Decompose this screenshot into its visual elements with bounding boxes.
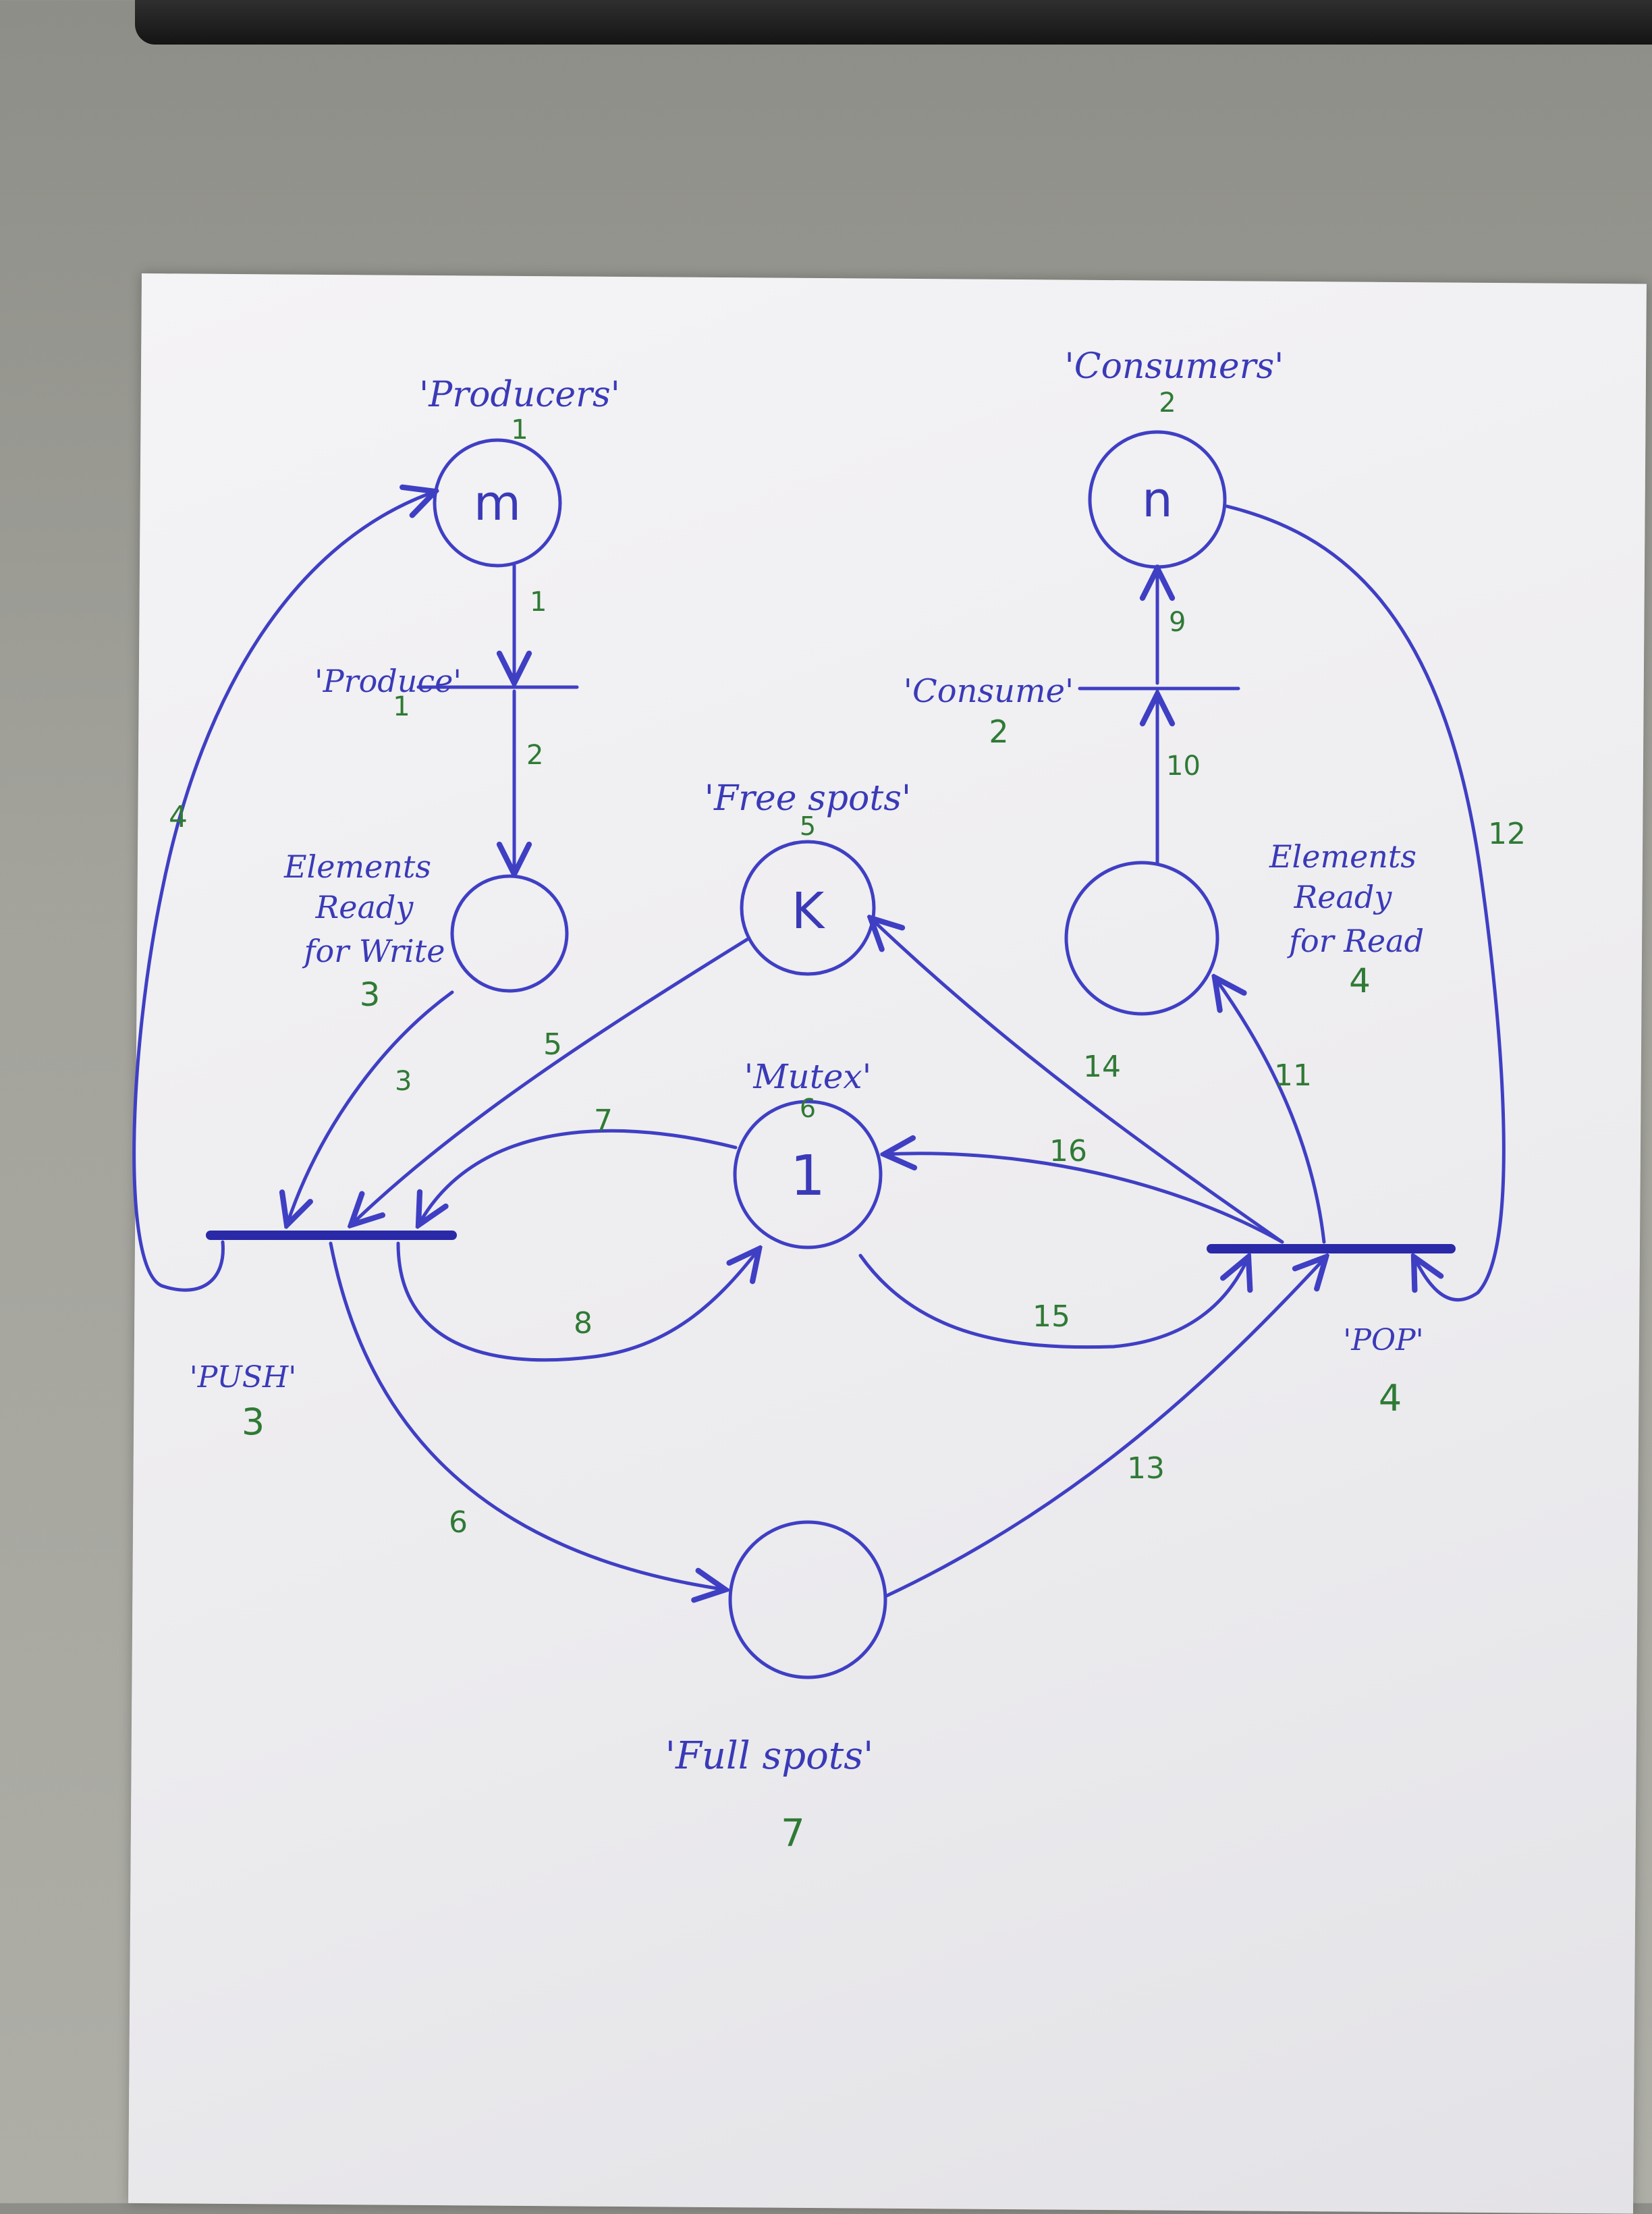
ready-read-label-line-2: Ready xyxy=(1294,879,1393,915)
consumers-label: 'Consumers' xyxy=(1065,346,1284,387)
arc-8 xyxy=(396,1241,759,1362)
keyboard-edge xyxy=(135,0,1652,45)
free-spots-id: 5 xyxy=(800,811,816,841)
arc-5 xyxy=(351,936,751,1225)
arc-label-9: 9 xyxy=(1169,607,1186,638)
ready-write-id: 3 xyxy=(360,976,381,1014)
produce-label: 'Produce' xyxy=(314,663,462,699)
ready-read-place xyxy=(1064,861,1219,1016)
arc-3 xyxy=(287,990,454,1225)
arc-label-12: 12 xyxy=(1488,817,1526,851)
free-spots-label: 'Free spots' xyxy=(705,778,911,819)
mutex-label: 'Mutex' xyxy=(744,1057,872,1096)
ready-write-label-line-2: Ready xyxy=(315,889,414,925)
consume-id: 2 xyxy=(989,713,1008,750)
consumers-tokens: n xyxy=(1142,471,1173,528)
arc-7 xyxy=(418,1129,738,1225)
arc-4 xyxy=(132,491,435,1292)
full-spots-label: 'Full spots' xyxy=(665,1734,874,1778)
arc-16 xyxy=(884,1154,1284,1244)
consumers-id: 2 xyxy=(1159,387,1176,418)
mutex-id: 6 xyxy=(800,1094,816,1123)
full-spots-place xyxy=(728,1520,887,1679)
arc-label-7: 7 xyxy=(594,1104,613,1138)
arc-label-15: 15 xyxy=(1032,1299,1070,1334)
mutex-tokens: 1 xyxy=(790,1144,825,1208)
arc-label-14: 14 xyxy=(1083,1050,1121,1084)
arc-6 xyxy=(329,1241,725,1590)
arc-label-13: 13 xyxy=(1127,1451,1165,1486)
arc-label-1: 1 xyxy=(530,587,547,618)
ready-read-label-line-3: for Read xyxy=(1287,923,1424,959)
arc-label-4: 4 xyxy=(169,800,188,834)
free-spots-tokens: K xyxy=(792,882,826,940)
arc-label-16: 16 xyxy=(1049,1134,1087,1168)
full-spots-id: 7 xyxy=(781,1812,805,1856)
ready-write-label-line-3: for Write xyxy=(302,933,445,969)
arc-label-11: 11 xyxy=(1274,1058,1312,1093)
push-id: 3 xyxy=(242,1401,265,1443)
pop-label: 'POP' xyxy=(1343,1323,1423,1357)
producers-tokens: m xyxy=(474,475,521,531)
arc-label-2: 2 xyxy=(526,740,543,771)
producers-id: 1 xyxy=(511,414,528,446)
consume-label: 'Consume' xyxy=(904,672,1074,710)
produce-id: 1 xyxy=(393,691,410,722)
arc-label-10: 10 xyxy=(1166,751,1201,782)
arc-label-6: 6 xyxy=(449,1505,468,1540)
ready-read-id: 4 xyxy=(1349,961,1371,1000)
arc-label-5: 5 xyxy=(543,1027,562,1062)
mutex-place xyxy=(733,1100,883,1249)
pop-id: 4 xyxy=(1379,1377,1402,1420)
ready-read-label-line-1: Elements xyxy=(1269,838,1416,875)
free-spots-place xyxy=(740,840,876,976)
arc-11 xyxy=(1215,977,1326,1244)
arc-14 xyxy=(871,918,1284,1244)
arc-label-8: 8 xyxy=(574,1306,593,1341)
producers-label: 'Producers' xyxy=(419,375,620,415)
arc-15 xyxy=(858,1256,1248,1349)
push-label: 'PUSH' xyxy=(190,1360,297,1395)
arc-label-3: 3 xyxy=(395,1066,412,1097)
arc-12 xyxy=(1225,504,1506,1302)
ready-write-label-line-1: Elements xyxy=(283,848,431,885)
ready-write-place xyxy=(450,874,569,993)
arc-13 xyxy=(883,1257,1326,1598)
